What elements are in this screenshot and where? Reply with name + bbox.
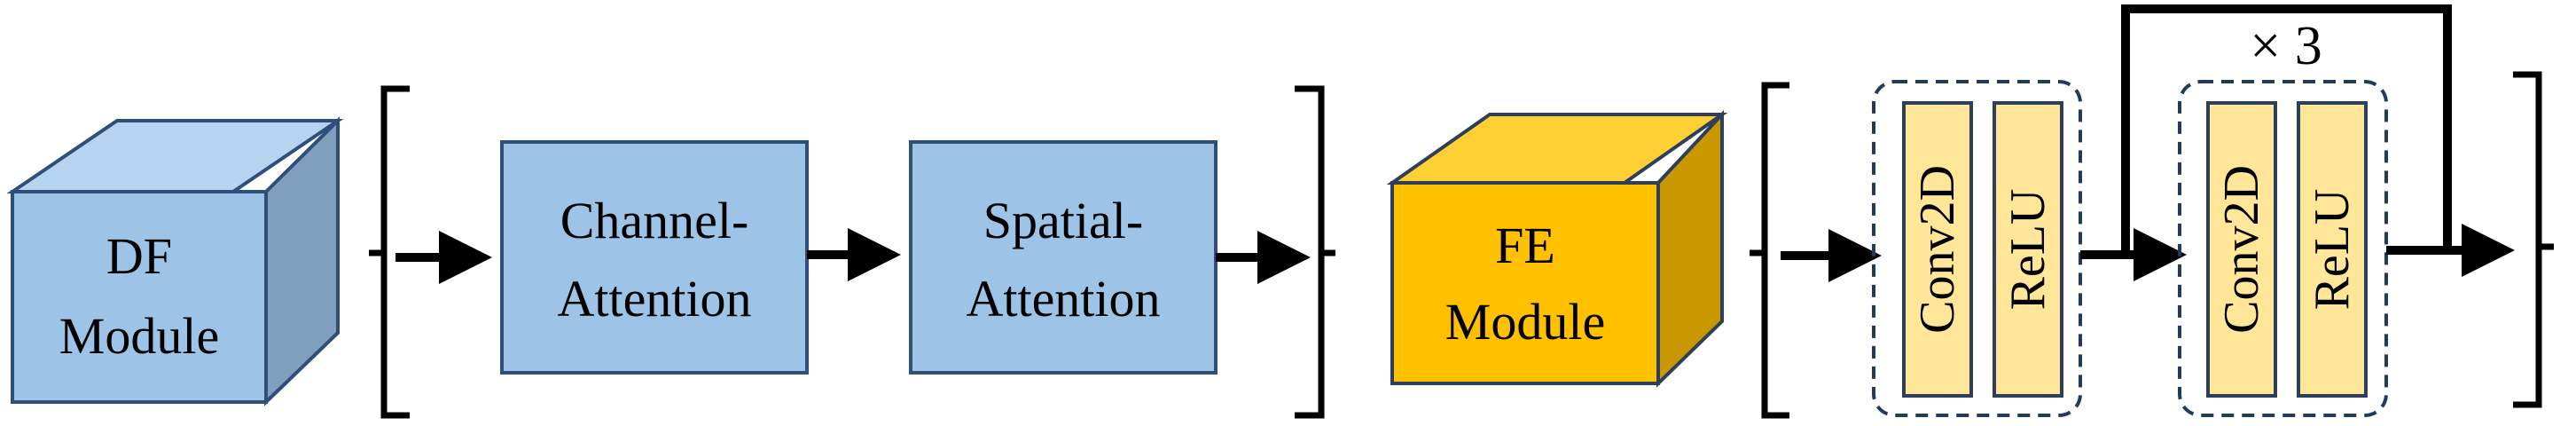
spatial-attention-label-line1: Spatial- bbox=[983, 192, 1143, 249]
channel-attention-label-line2: Attention bbox=[557, 270, 751, 327]
df-module-label-line2: Module bbox=[59, 307, 219, 365]
spatial-attention-label-line2: Attention bbox=[966, 270, 1160, 327]
block-1-relu-label: ReLU bbox=[2001, 189, 2055, 311]
block-2-border bbox=[2178, 80, 2388, 417]
block-1-border bbox=[1872, 80, 2082, 417]
fe-module-cube: FE Module bbox=[1386, 109, 1728, 388]
channel-attention-label-line1: Channel- bbox=[560, 192, 749, 249]
df-cube-front bbox=[11, 190, 268, 404]
fe-cube-side bbox=[1656, 109, 1724, 388]
block-2-relu-layer bbox=[2297, 101, 2368, 398]
block-2-relu-label: ReLU bbox=[2305, 189, 2360, 311]
repeat-count-label: × 3 bbox=[2250, 16, 2322, 76]
block-1-conv2d-layer bbox=[1902, 101, 1973, 398]
fe-cube-front bbox=[1390, 181, 1660, 385]
block-1-conv2d-label: Conv2D bbox=[1910, 165, 1965, 334]
conv-relu-block-1: Conv2D ReLU bbox=[1872, 80, 2082, 417]
left-bracket-2 bbox=[1750, 82, 1789, 419]
fe-module-label-line2: Module bbox=[1445, 293, 1605, 351]
spatial-attention-box: Spatial- Attention bbox=[909, 140, 1218, 375]
repeat-loop-line bbox=[2121, 4, 2452, 255]
block-2-conv2d-label: Conv2D bbox=[2214, 165, 2269, 334]
right-bracket-1 bbox=[1295, 85, 1335, 419]
left-bracket-1 bbox=[369, 85, 410, 419]
right-bracket-2 bbox=[2513, 71, 2554, 408]
channel-attention-box: Channel- Attention bbox=[500, 140, 809, 375]
fe-module-label-line1: FE bbox=[1495, 217, 1555, 274]
block-2-conv2d-layer bbox=[2206, 101, 2277, 398]
df-module-label-line1: DF bbox=[106, 227, 172, 285]
block-1-relu-layer bbox=[1993, 101, 2063, 398]
conv-relu-block-2: Conv2D ReLU bbox=[2178, 80, 2388, 417]
df-module-cube: DF Module bbox=[6, 116, 344, 406]
